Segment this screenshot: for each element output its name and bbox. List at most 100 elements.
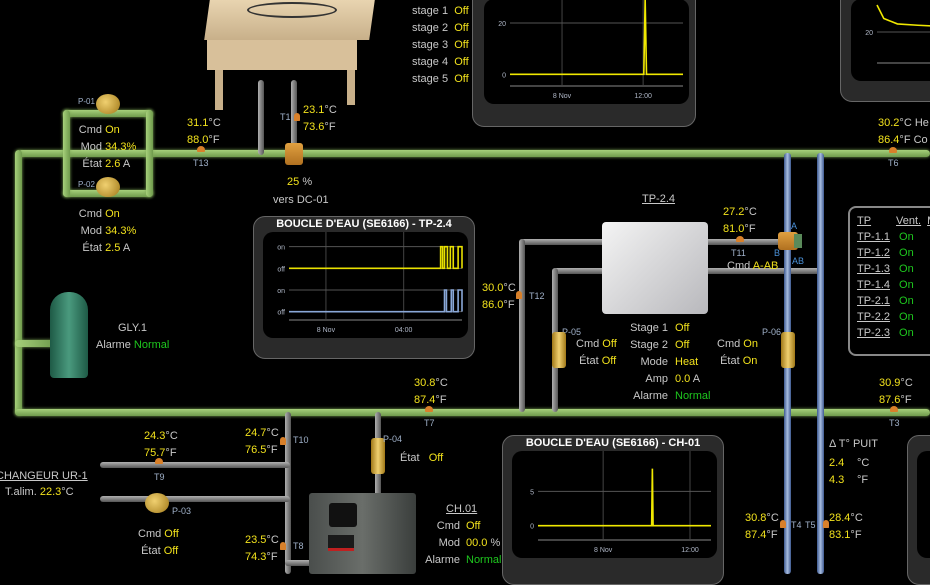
tp-link[interactable]: TP-1.1 [857, 231, 891, 243]
echangeur-link[interactable]: CHANGEUR UR-1 [0, 470, 88, 482]
pump-p02-icon[interactable] [96, 177, 120, 197]
chart-panel-topright: 8 N20 [840, 0, 930, 102]
t12-tag: T12 [529, 291, 545, 301]
mode-status: C [924, 229, 930, 245]
pump-p03-icon[interactable] [145, 493, 169, 513]
etat-unit: A [122, 242, 131, 254]
boiler-ch01-image[interactable] [309, 493, 416, 574]
amp-label: Amp [645, 373, 668, 385]
y-tick-label: off [277, 266, 285, 273]
heat-pump-tp24-image[interactable] [602, 222, 708, 314]
stage-row: stage 2 Off [412, 20, 469, 37]
green-pipe-lower-left [15, 340, 55, 347]
vent-status: On [899, 295, 914, 307]
cmd-value: On [105, 208, 120, 220]
mod-label: Mod [438, 537, 460, 549]
p04-tag: P-04 [383, 434, 403, 444]
stage1-label: Stage 1 [630, 322, 668, 334]
pump-p06-icon[interactable] [781, 332, 795, 368]
x-tick-label: 8 Nov [594, 547, 613, 554]
p02-tag: P-02 [78, 180, 95, 189]
green-pipe-bottom [15, 409, 930, 416]
valve-tp24-icon[interactable] [778, 232, 798, 250]
green-pipe-top [18, 150, 930, 157]
sensor-t7-icon [425, 406, 433, 412]
etat-value: 2.5 [105, 242, 121, 254]
chart-title: BOUCLE D'EAU (SE6166) - CH-01 [525, 437, 701, 449]
p05-status: Cmd Off État Off [576, 338, 617, 367]
pump-p04-icon[interactable] [371, 438, 385, 474]
p05-tag: P-05 [562, 327, 582, 337]
x-tick-label: 8 Nov [553, 93, 572, 100]
etat-label: État [82, 242, 102, 254]
x-tick-label: 8 Nov [317, 327, 336, 334]
table-row: TP-1.3OnC [854, 261, 930, 277]
t7-reading: 30.8°C 87.4°F [414, 377, 448, 406]
sensor-t1-icon [294, 113, 300, 121]
tp-link[interactable]: TP-2.2 [857, 311, 891, 323]
green-pipe-left [15, 150, 22, 415]
table-row: TP-2.3OnC [854, 325, 930, 341]
t4-reading: 30.8°C 87.4°F [745, 512, 779, 541]
mod-label: Mod [80, 141, 102, 153]
sensor-t5-icon [823, 520, 829, 528]
tp-link[interactable]: TP-1.4 [857, 279, 891, 291]
x-tick-label: 04:00 [395, 327, 413, 334]
cmd-value: On [105, 124, 120, 136]
p03-tag: P-03 [172, 506, 192, 516]
series-line [289, 289, 463, 313]
tp24-title[interactable]: TP-2.4 [642, 193, 676, 205]
stage-value: Off [454, 73, 469, 85]
stage-value: Off [454, 39, 469, 51]
tp-link[interactable]: TP-2.3 [857, 327, 891, 339]
pump-p01-icon[interactable] [96, 94, 120, 114]
t10-tag: T10 [293, 435, 309, 445]
amp-unit: A [692, 373, 701, 385]
valve-dc01-icon[interactable] [285, 143, 303, 165]
table-row: TP-1.2OnCo [854, 245, 930, 261]
chart-topright[interactable]: 8 N20 [851, 0, 930, 81]
etat-label: État [82, 158, 102, 170]
series-line [289, 245, 463, 270]
dry-cooler-image[interactable] [204, 0, 375, 110]
gly-alarm: Alarme Normal [96, 339, 170, 351]
mode-label: Mode [640, 356, 668, 368]
mod-value: 34.3% [105, 141, 137, 153]
pump-p05-icon[interactable] [552, 332, 566, 368]
t13-reading: 31.1°C 88.0°F [187, 117, 221, 146]
stage-label: stage 2 [412, 22, 449, 34]
series-line [510, 0, 683, 76]
t12-reading: 30.0°C 86.0°F [482, 282, 516, 311]
cmd-value: Off [466, 520, 481, 532]
glycol-tank-image[interactable] [50, 292, 88, 378]
tp-link[interactable]: TP-1.3 [857, 263, 891, 275]
valve-dc01-label: vers DC-01 [273, 194, 329, 206]
tp-status-table-panel: TP Vent. Mo TP-1.1OnCTP-1.2OnCoTP-1.3OnC… [848, 206, 930, 356]
p04-status: État Off [400, 452, 444, 464]
sensor-t10-icon [280, 437, 286, 445]
y-tick-label: 5 [530, 489, 534, 496]
mode-status: C [924, 293, 930, 309]
pipe-echangeur-return [100, 496, 290, 502]
p06-tag: P-06 [762, 327, 782, 337]
stage-value: Off [454, 56, 469, 68]
p03-status: Cmd Off État Off [138, 528, 179, 557]
stage-value: Off [454, 22, 469, 34]
tp-link[interactable]: TP-1.2 [857, 247, 891, 259]
mod-value: 34.3% [105, 225, 137, 237]
y-tick-label: 20 [865, 30, 873, 37]
p02-status: Cmd On Mod 34.3% État 2.5 A [78, 206, 137, 257]
ch01-link[interactable]: CH.01 [446, 503, 478, 515]
sensor-t9-icon [155, 458, 163, 464]
tp-link[interactable]: TP-2.1 [857, 295, 891, 307]
mode-value: Heat [675, 356, 699, 368]
echangeur-talim: T.alim. 22.3°C [5, 486, 74, 498]
t5-reading: 28.4°C 83.1°F [829, 512, 863, 541]
t6-tag: T6 [888, 158, 899, 168]
